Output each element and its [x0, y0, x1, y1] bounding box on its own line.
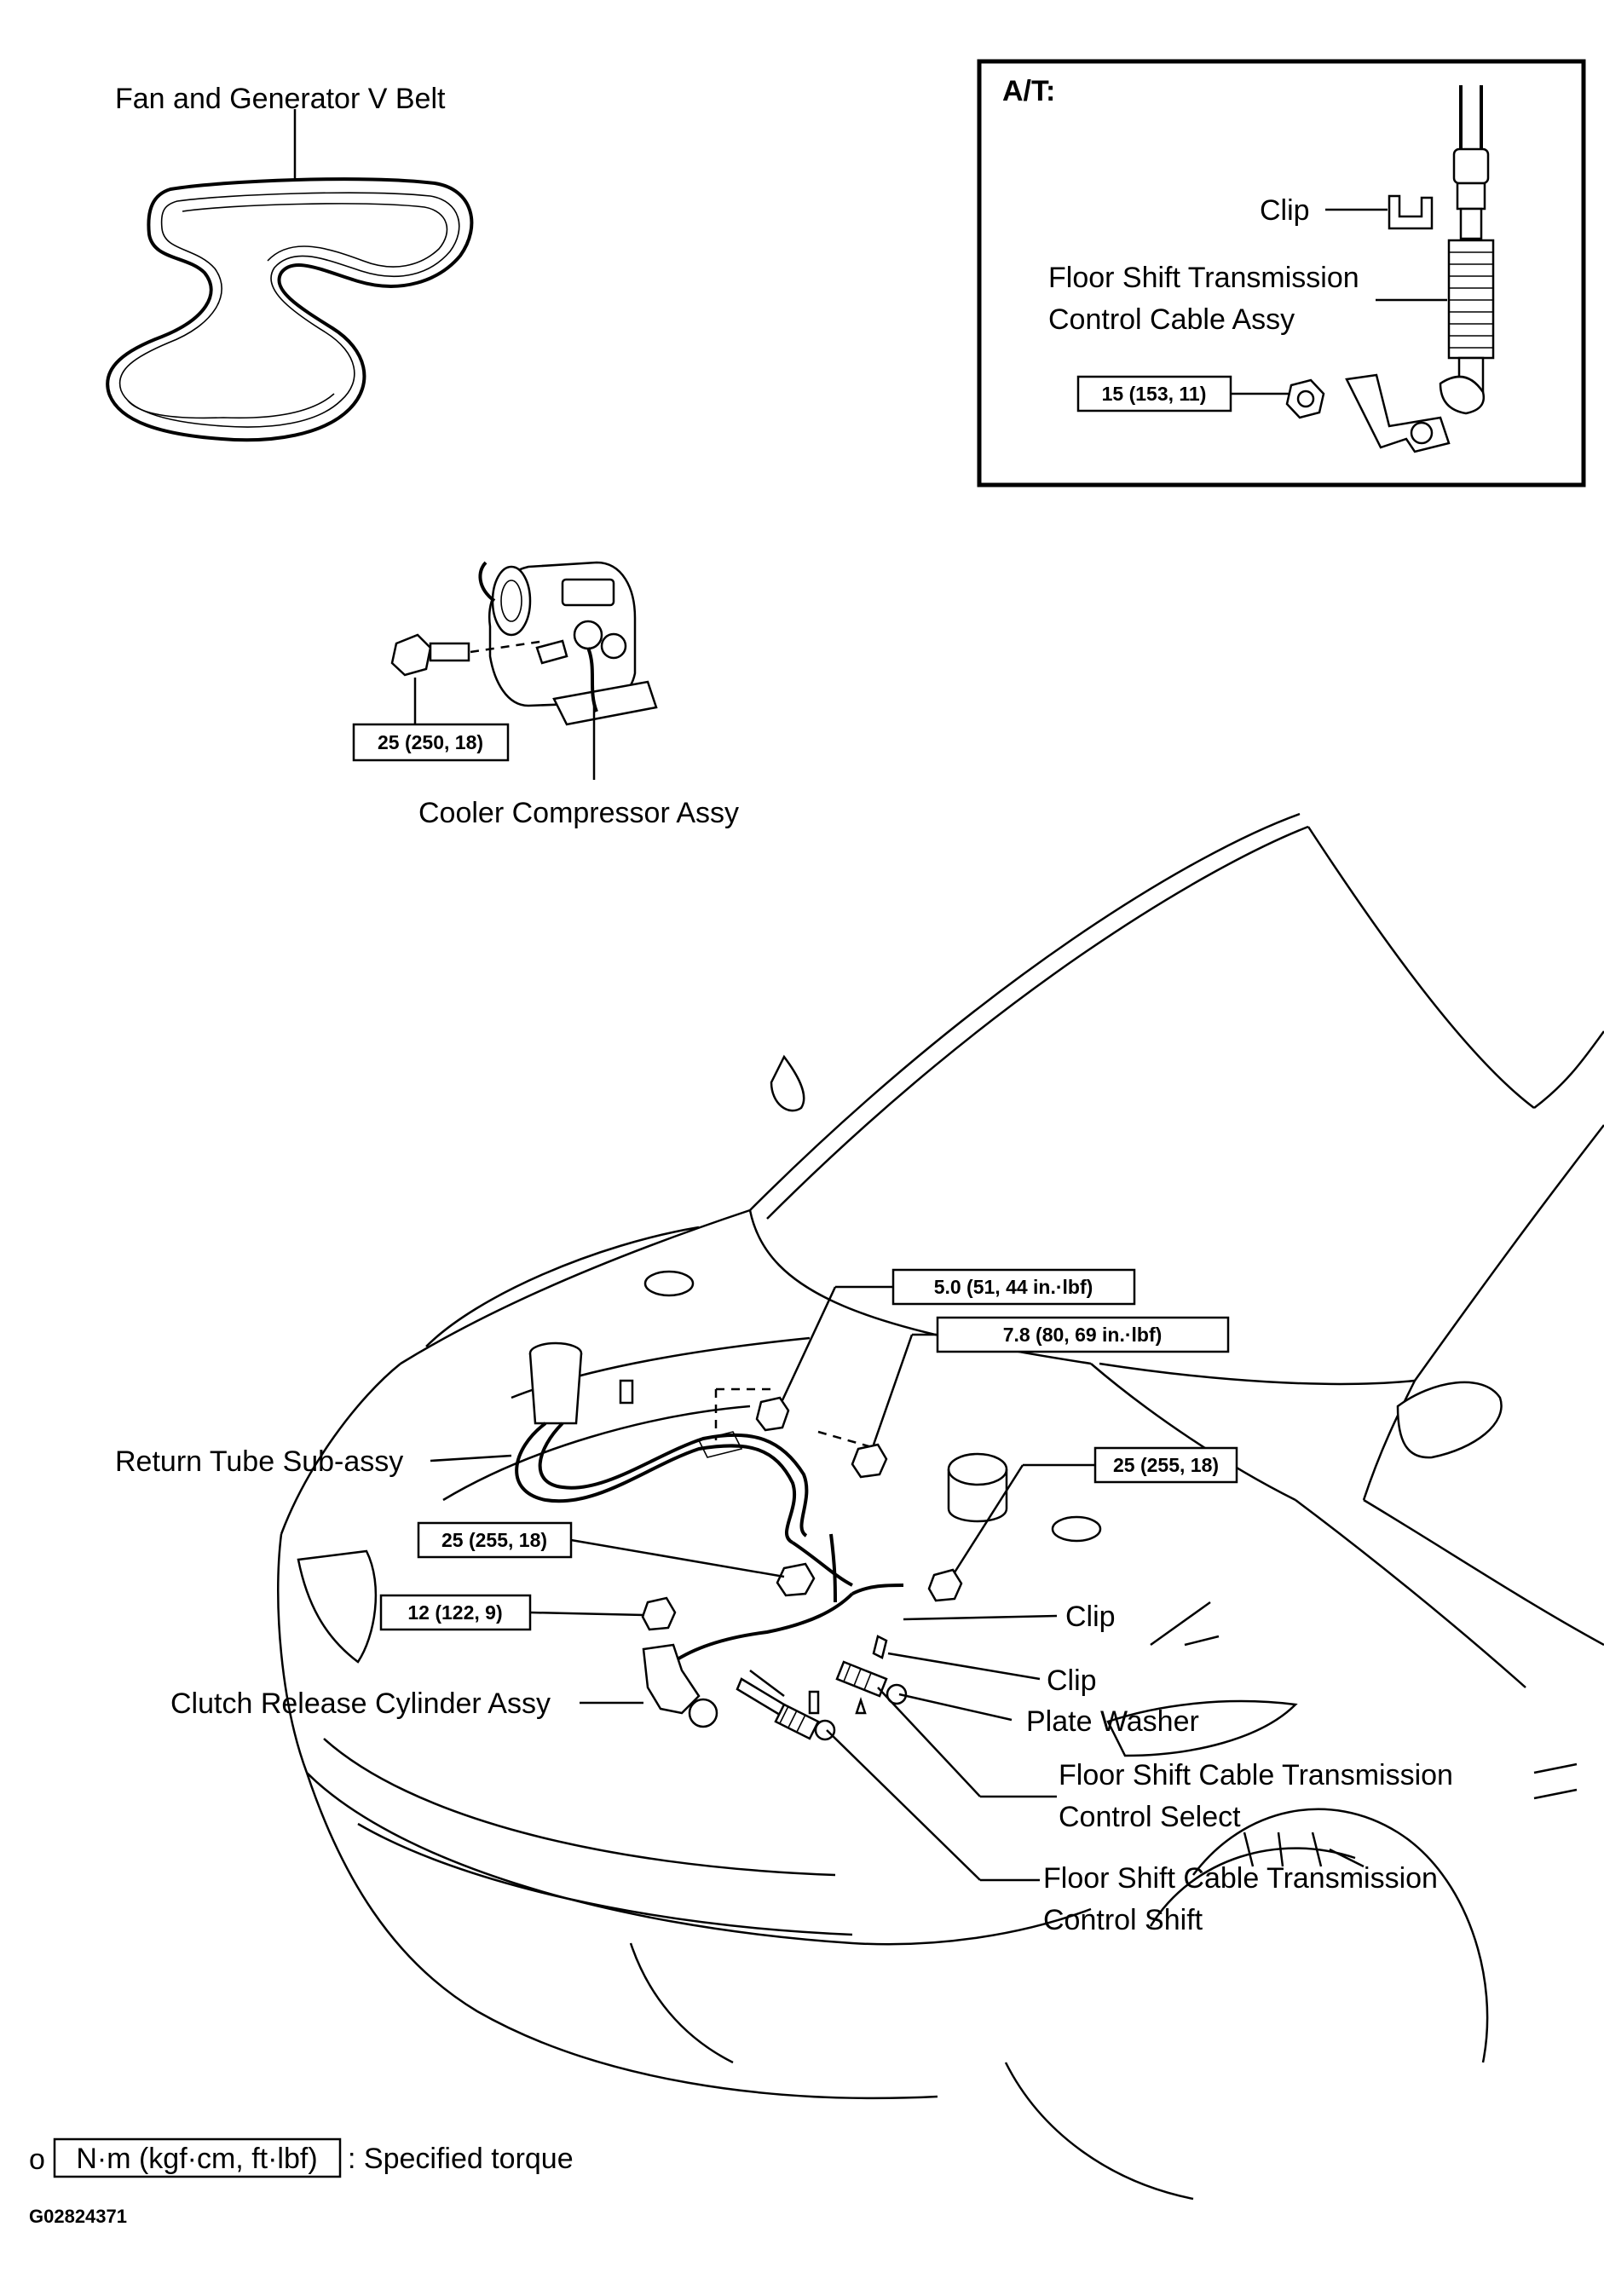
v-belt-label: Fan and Generator V Belt — [115, 83, 446, 115]
floor-shift-cable-assy-label-line2: Control Cable Assy — [1048, 303, 1295, 336]
clip-label-1: Clip — [1065, 1601, 1116, 1633]
at-nut-torque: 15 (153, 11) — [1076, 375, 1232, 412]
at-clip-label: Clip — [1260, 194, 1310, 227]
return-tube-label: Return Tube Sub-assy — [115, 1445, 403, 1478]
torque-legend: o N·m (kgf·cm, ft·lbf) : Specified torqu… — [29, 2137, 574, 2178]
floor-shift-cable-assy-label-line1: Floor Shift Transmission — [1048, 262, 1359, 294]
left-bolt-torque: 25 (255, 18) — [417, 1521, 573, 1559]
leader-lines — [430, 1285, 1095, 1882]
return-tube-illustration — [515, 1341, 963, 1741]
cylinder-bolt-torque: 12 (122, 9) — [379, 1594, 532, 1631]
right-bolt-torque: 25 (255, 18) — [1093, 1446, 1238, 1484]
legend-unit: N·m (kgf·cm, ft·lbf) — [76, 2143, 317, 2175]
compressor-bolt-torque-text: 25 (250, 18) — [378, 731, 483, 753]
select-cable-coil — [835, 1660, 888, 1698]
figure-code: G02824371 — [29, 2206, 127, 2227]
clip-label-2: Clip — [1047, 1664, 1097, 1697]
left-bolt-torque-text: 25 (255, 18) — [441, 1529, 547, 1551]
select-cable-label-line1: Floor Shift Cable Transmission — [1059, 1759, 1453, 1791]
shift-cable-coil — [774, 1703, 820, 1740]
top-bolt-b-torque-text: 7.8 (80, 69 in.·lbf) — [1003, 1324, 1163, 1346]
at-shift-cable-illustration — [1231, 85, 1495, 453]
legend-text: : Specified torque — [348, 2143, 574, 2175]
cooler-compressor-illustration — [390, 561, 658, 780]
cylinder-bolt-torque-text: 12 (122, 9) — [407, 1601, 502, 1624]
top-bolt-b-torque: 7.8 (80, 69 in.·lbf) — [936, 1316, 1230, 1353]
top-bolt-a-torque: 5.0 (51, 44 in.·lbf) — [891, 1268, 1136, 1306]
top-bolt-a-torque-text: 5.0 (51, 44 in.·lbf) — [934, 1276, 1093, 1298]
shift-cable-label-line1: Floor Shift Cable Transmission — [1043, 1862, 1438, 1895]
clutch-release-cylinder-label: Clutch Release Cylinder Assy — [170, 1687, 551, 1720]
shift-cable-label-line2: Control Shift — [1043, 1904, 1203, 1936]
at-header: A/T: — [1002, 75, 1055, 107]
at-nut-torque-text: 15 (153, 11) — [1102, 383, 1207, 405]
v-belt-illustration — [106, 109, 474, 442]
select-cable-label-line2: Control Select — [1059, 1801, 1241, 1833]
legend-marker: o — [29, 2143, 45, 2176]
compressor-bolt-torque: 25 (250, 18) — [352, 723, 510, 762]
vehicle-outline — [277, 812, 1604, 2201]
cooler-compressor-label: Cooler Compressor Assy — [418, 797, 739, 829]
right-bolt-torque-text: 25 (255, 18) — [1113, 1454, 1219, 1476]
plate-washer-label: Plate Washer — [1026, 1705, 1199, 1738]
